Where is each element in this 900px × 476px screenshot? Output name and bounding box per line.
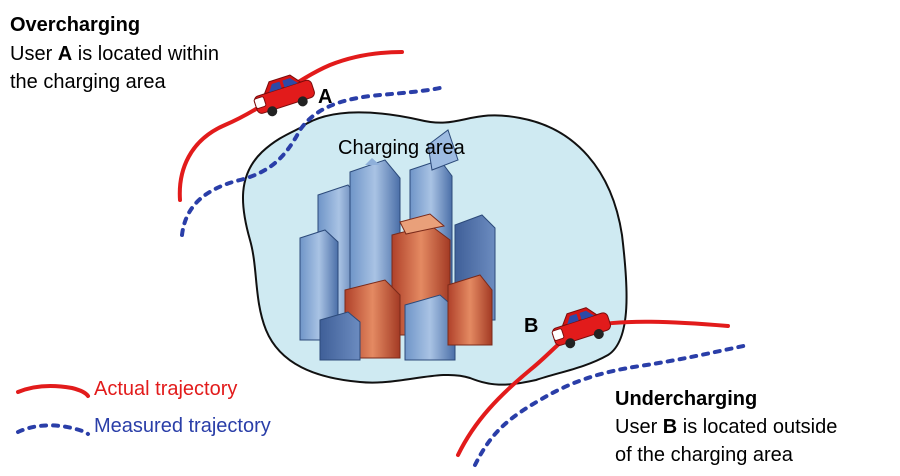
- charging-area-label: Charging area: [338, 137, 465, 159]
- undercharging-line-1-prefix: User: [615, 416, 663, 438]
- car-a-label: A: [318, 86, 333, 108]
- overcharging-line-2: the charging area: [10, 71, 166, 93]
- measured-trajectory-b: [473, 343, 750, 467]
- legend-actual-swatch: [16, 384, 90, 398]
- undercharging-user: B: [662, 416, 678, 438]
- car-a-icon: [253, 74, 315, 117]
- overcharging-line-1-suffix: is located within: [72, 43, 219, 65]
- undercharging-line-1-suffix: is located outside: [677, 416, 838, 438]
- undercharging-line-2: of the charging area: [615, 444, 793, 466]
- overcharging-title: Overcharging: [10, 14, 141, 36]
- legend-measured-label: Measured trajectory: [94, 415, 271, 437]
- legend-actual-label: Actual trajectory: [94, 378, 238, 400]
- car-b-label: B: [524, 315, 539, 337]
- city-buildings-illustration: [299, 129, 496, 361]
- overcharging-user: A: [57, 43, 73, 65]
- overcharging-line-1: User A is located within: [10, 41, 219, 67]
- undercharging-title: Undercharging: [615, 388, 758, 410]
- car-b-icon: [551, 307, 612, 349]
- measured-trajectory-a: [180, 86, 442, 237]
- legend-measured-swatch: [16, 423, 90, 436]
- overcharging-line-1-prefix: User: [10, 43, 58, 65]
- undercharging-line-1: User B is located outside: [615, 414, 837, 440]
